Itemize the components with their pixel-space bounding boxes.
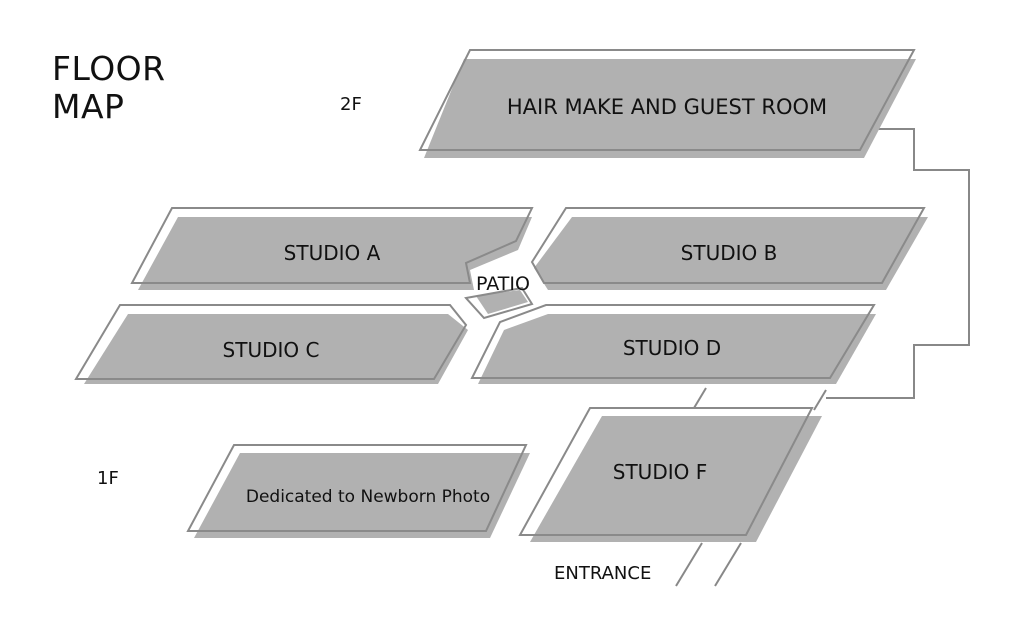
room-studio-d[interactable]: STUDIO D: [470, 304, 876, 384]
room-studio-b-label: STUDIO B: [681, 241, 778, 265]
entrance-line-right: [714, 542, 742, 587]
room-studio-c[interactable]: STUDIO C: [74, 304, 468, 384]
room-studio-b-outline: [530, 207, 926, 284]
room-studio-a[interactable]: STUDIO A: [130, 207, 534, 290]
room-studio-b-fill: [534, 217, 928, 290]
room-studio-f-label: STUDIO F: [613, 460, 707, 484]
room-studio-a-fill: [138, 217, 532, 290]
floor-label-1f: 1F: [97, 468, 119, 489]
page-title: FLOOR MAP: [52, 50, 166, 126]
room-studio-d-label: STUDIO D: [623, 336, 721, 360]
corridor-lines: [675, 128, 970, 587]
room-studio-f-fill: [530, 416, 822, 542]
room-studio-c-label: STUDIO C: [223, 338, 320, 362]
room-newborn-label: Dedicated to Newborn Photo: [246, 487, 490, 507]
corridor-line: [693, 387, 707, 409]
room-studio-f-outline: [518, 407, 814, 536]
room-newborn-fill: [194, 453, 530, 538]
floor-label-2f: 2F: [340, 94, 362, 115]
room-studio-f[interactable]: STUDIO F: [518, 407, 822, 542]
room-patio-outline: [464, 286, 534, 320]
room-hair-make-fill: [424, 59, 916, 158]
room-hair-make-label: HAIR MAKE AND GUEST ROOM: [507, 95, 827, 119]
room-studio-c-fill: [84, 314, 468, 384]
room-hair-make-outline: [418, 49, 916, 151]
room-newborn[interactable]: Dedicated to Newborn Photo: [186, 444, 530, 538]
room-studio-d-outline: [470, 304, 876, 379]
room-patio-label: PATIO: [476, 273, 530, 295]
room-patio-fill: [476, 290, 528, 314]
entrance-line-left: [675, 542, 703, 587]
title-line-2: MAP: [52, 87, 125, 126]
room-patio[interactable]: PATIO: [464, 273, 534, 320]
room-studio-b[interactable]: STUDIO B: [530, 207, 928, 290]
room-studio-a-outline: [130, 207, 534, 284]
room-studio-a-label: STUDIO A: [284, 241, 381, 265]
room-studio-c-outline: [74, 304, 468, 380]
title-line-1: FLOOR: [52, 49, 166, 88]
corridor-line: [826, 128, 970, 399]
room-studio-d-fill: [478, 314, 876, 384]
entrance-label: ENTRANCE: [554, 563, 651, 584]
corridor-line: [813, 389, 827, 411]
room-hair-make[interactable]: HAIR MAKE AND GUEST ROOM: [418, 49, 916, 158]
room-newborn-outline: [186, 444, 528, 532]
